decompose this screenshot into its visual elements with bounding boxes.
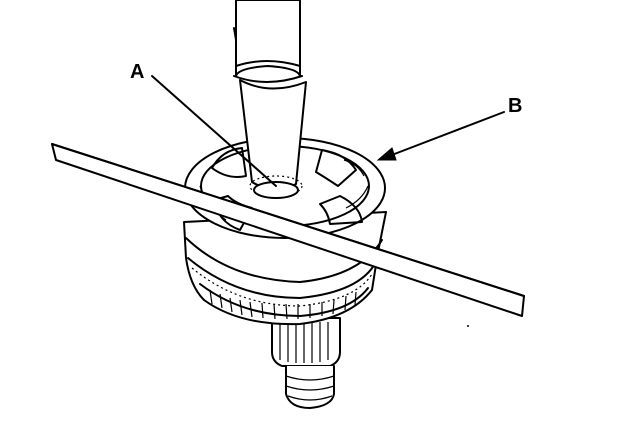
leader-a — [151, 75, 277, 187]
callout-b: B — [508, 95, 522, 117]
spline-shaft — [271, 317, 341, 409]
leader-b — [376, 111, 505, 161]
installer-shaft — [233, 0, 307, 199]
speck — [467, 325, 469, 327]
callout-a: A — [130, 61, 144, 83]
knurled-band — [209, 289, 357, 320]
straight-edge — [51, 143, 525, 317]
